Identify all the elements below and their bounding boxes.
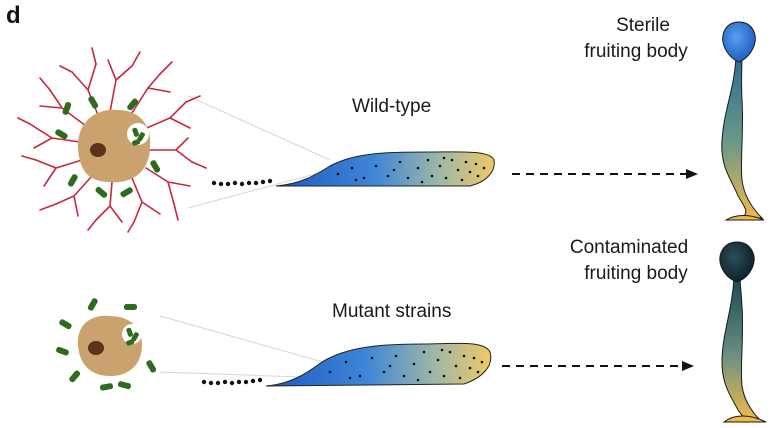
label-contaminated-line1: Contaminated (569, 237, 689, 258)
slug-cells (336, 156, 486, 184)
stalk (721, 57, 764, 219)
spore-head-sterile (722, 21, 756, 63)
nucleus (90, 143, 106, 157)
label-sterile-line1: Sterile (616, 15, 670, 36)
bacteria-free (56, 298, 157, 391)
engulfed-bacteria-2 (126, 327, 139, 346)
amoeba-cell (77, 109, 151, 183)
row-mutant (56, 241, 767, 423)
row-wild-type (17, 21, 765, 233)
aggregating-cells (211, 178, 273, 187)
panel-letter: d (6, 2, 21, 29)
zoom-line-top-2 (159, 315, 331, 365)
bacteria-cluster (55, 96, 161, 198)
stalk-2 (721, 277, 762, 421)
basal-disc-2 (722, 415, 767, 423)
arrow-head (686, 169, 698, 179)
basal-disc (724, 215, 765, 221)
slug-cells-2 (328, 348, 484, 382)
aggregating-cells-2 (201, 377, 263, 386)
engulfed-bacteria (132, 127, 145, 146)
zoom-line-top (187, 95, 331, 161)
label-sterile-line2: fruiting body (584, 41, 688, 62)
zoom-line-bottom (187, 169, 331, 209)
slug-2 (265, 342, 492, 387)
arrow-head-2 (682, 361, 694, 371)
filopodia-network (17, 47, 207, 233)
label-wild-type: Wild-type (352, 96, 432, 117)
slug (275, 151, 495, 187)
spore-head-contaminated (719, 241, 755, 283)
nucleus-2 (88, 341, 104, 355)
label-mutant-strains: Mutant strains (332, 301, 452, 322)
label-contaminated-line2: fruiting body (584, 263, 688, 284)
